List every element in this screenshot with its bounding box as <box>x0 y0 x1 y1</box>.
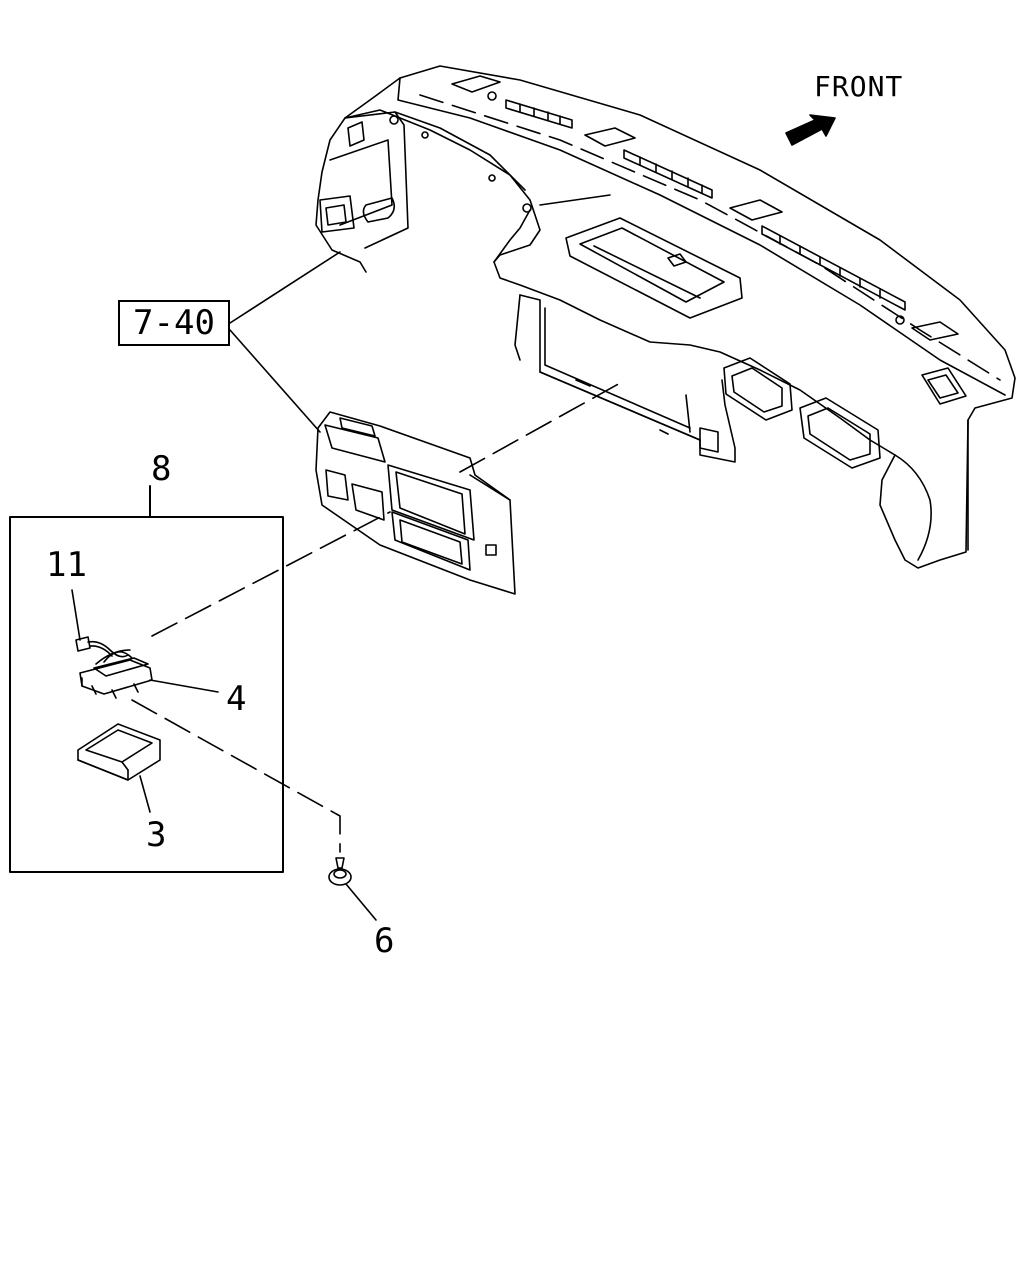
leader-11 <box>72 590 80 640</box>
instrument-panel <box>316 66 1015 568</box>
part-11-wire-harness <box>76 637 128 657</box>
callout-8: 8 <box>151 449 172 489</box>
callout-3: 3 <box>146 815 167 855</box>
callout-4: 4 <box>226 679 247 719</box>
leader-6 <box>346 884 376 920</box>
callout-6: 6 <box>374 921 395 961</box>
part-3-tray <box>78 724 160 780</box>
leader-3 <box>140 776 150 812</box>
alignment-line-lamp <box>152 512 390 636</box>
front-arrow-icon <box>786 115 835 145</box>
leader-4 <box>150 680 218 692</box>
group-box-8 <box>10 517 283 872</box>
part-4-lamp-holder <box>80 650 152 698</box>
alignment-line-bezel <box>460 382 622 472</box>
reference-label-7-40: 7-40 <box>133 303 215 343</box>
part-6-screw <box>329 858 351 885</box>
reference-box-7-40: 7-40 <box>118 300 230 346</box>
leader-7-40-lower <box>230 330 320 432</box>
center-bezel <box>316 412 515 594</box>
alignment-line-screw <box>132 700 340 852</box>
front-label: FRONT <box>814 70 904 103</box>
callout-11: 11 <box>46 545 87 585</box>
leader-7-40-upper <box>230 252 340 323</box>
